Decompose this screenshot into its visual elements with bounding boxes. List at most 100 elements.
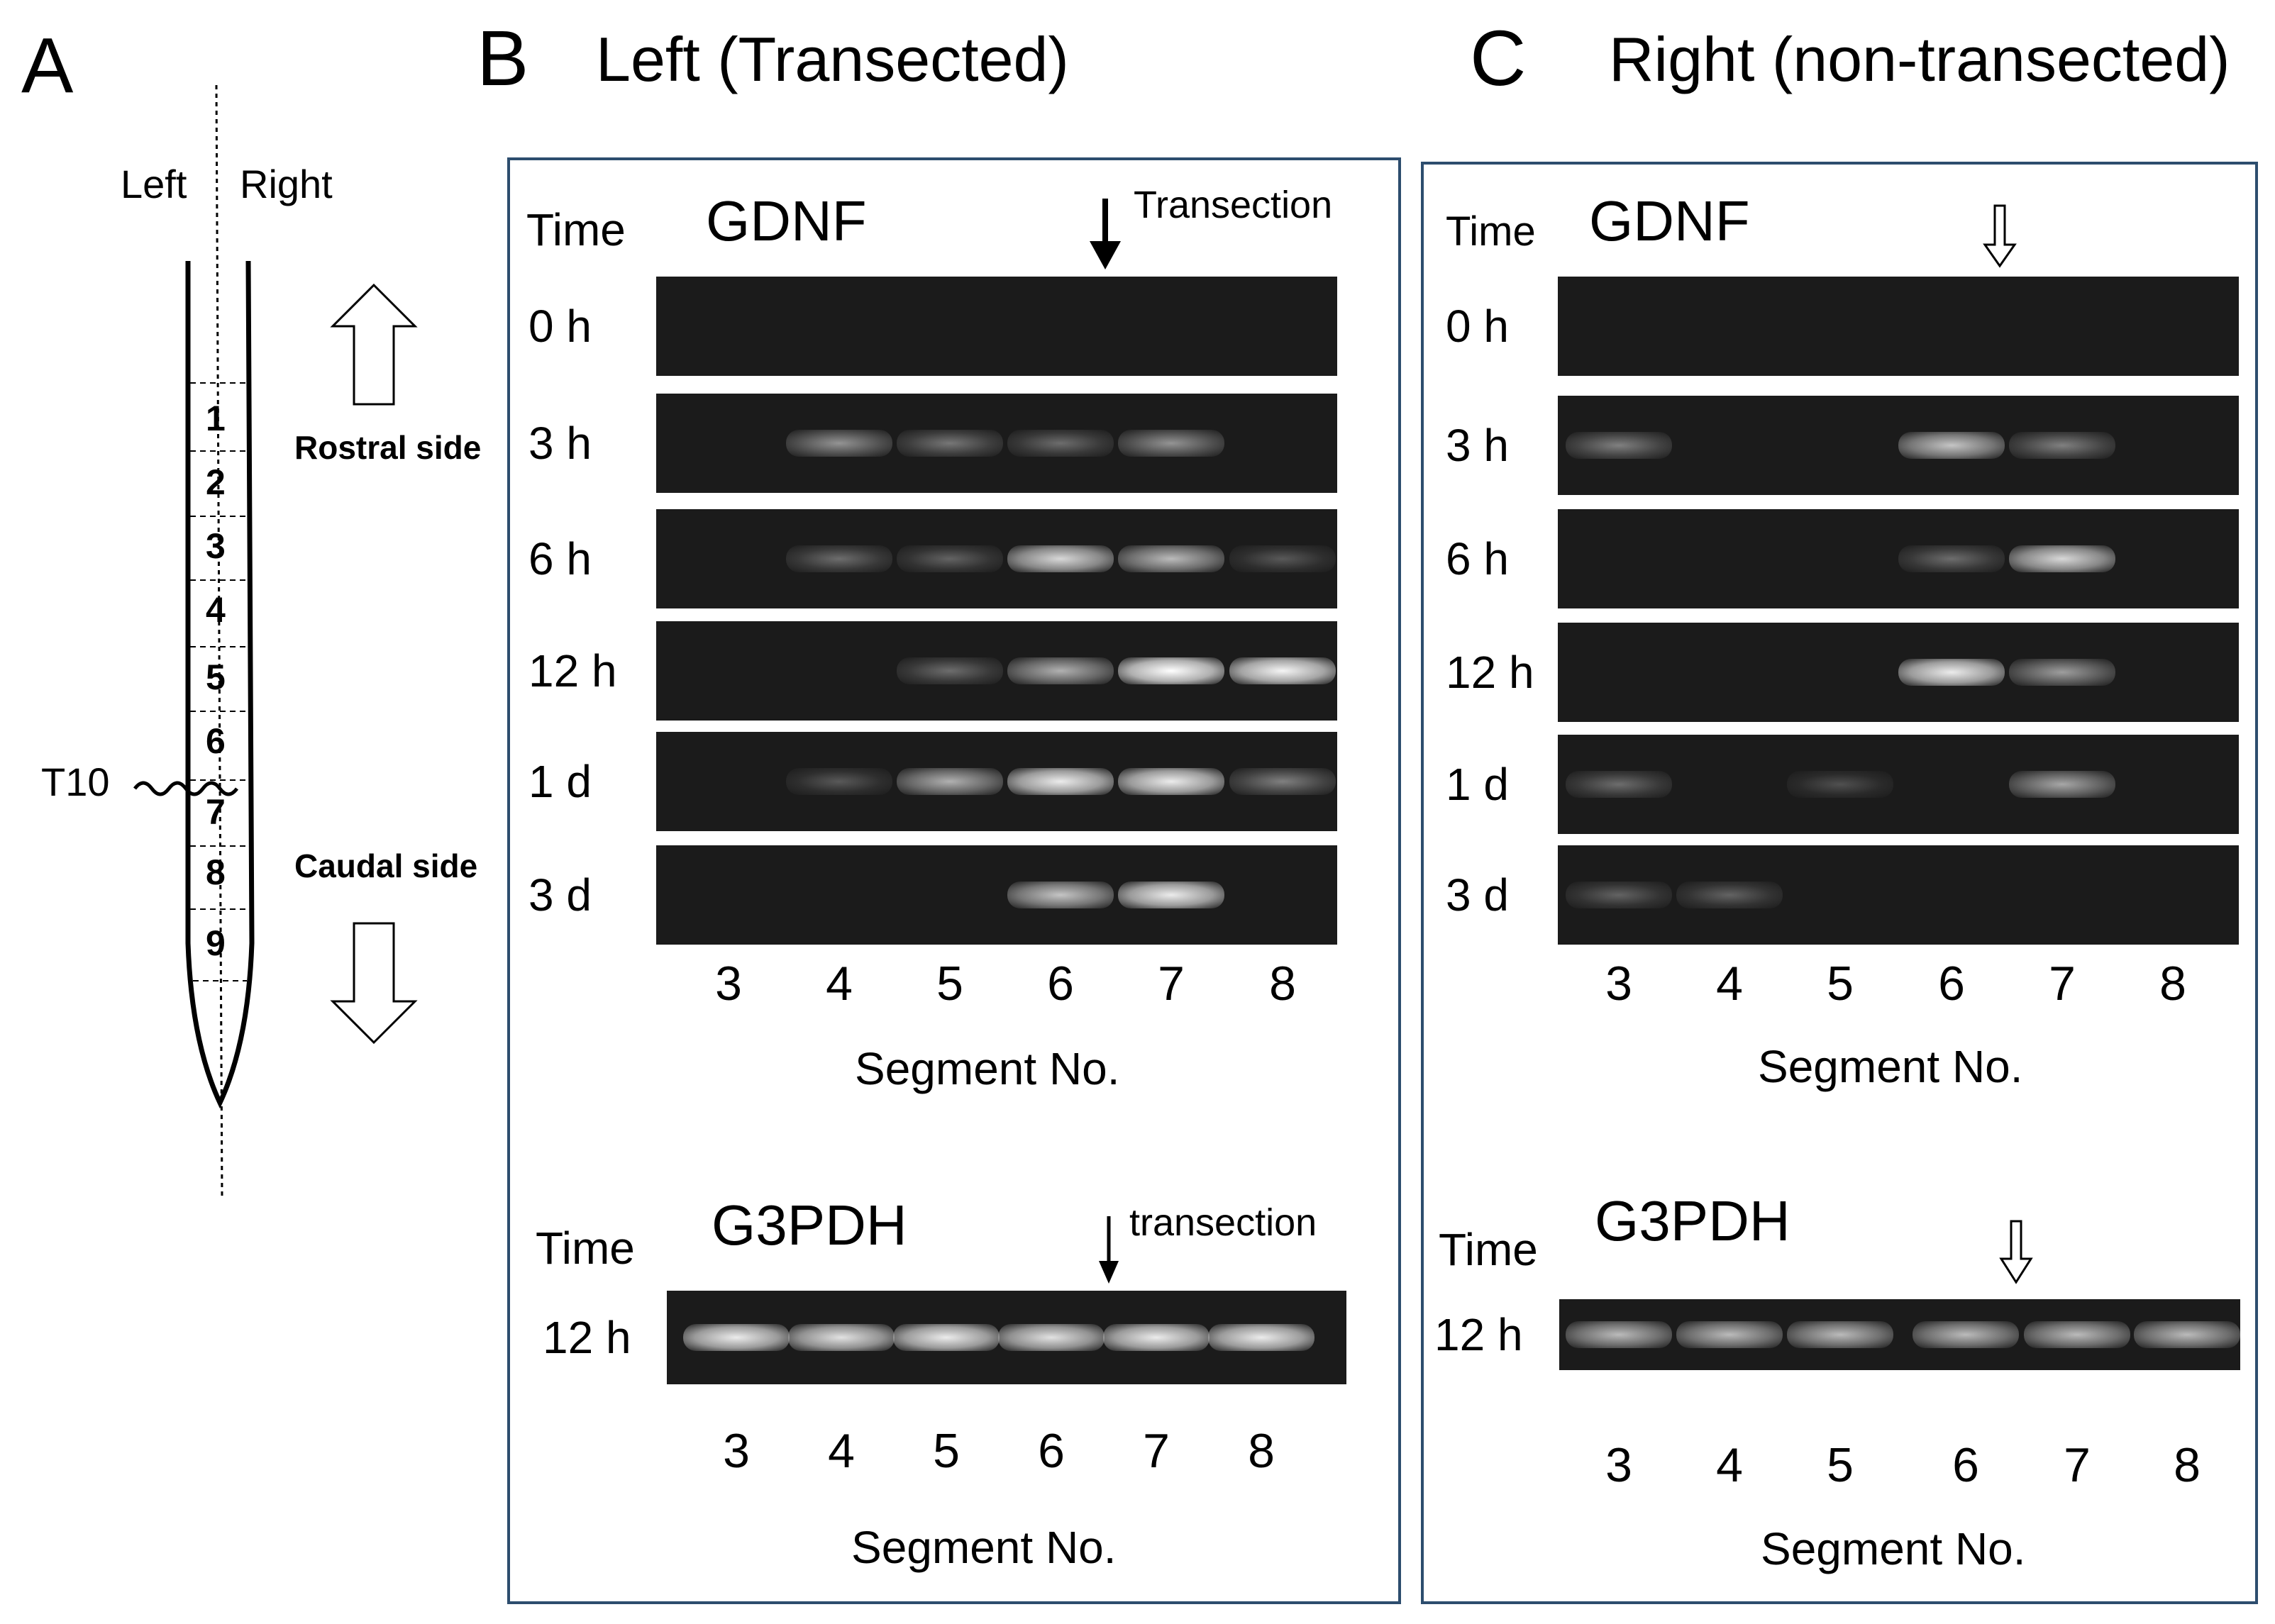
panel-b-gdnf-band-5-3 — [1007, 881, 1114, 908]
panel-b-gdnf-gel-row-3 — [656, 621, 1337, 721]
panel-b-gdnf-xlabel: Segment No. — [855, 1043, 1120, 1094]
segment-4: 4 — [206, 590, 226, 630]
panel-b-gdnf-time-4: 1 d — [528, 756, 592, 807]
panel-b-g3pdh-lane-label-3: 3 — [723, 1424, 750, 1478]
panel-c-gdnf-band-4-0 — [1566, 771, 1672, 798]
panel-c-gdnf-time-5: 3 d — [1446, 869, 1509, 921]
panel-c-gdnf-lane-label-8: 8 — [2159, 957, 2186, 1011]
panel-b-g3pdh-lane-label-4: 4 — [828, 1424, 855, 1478]
panel-b-gdnf-lane-label-7: 7 — [1158, 957, 1185, 1011]
panel-b-gdnf-band-3-5 — [1229, 657, 1336, 684]
panel-b-g3pdh-time-header: Time — [536, 1223, 635, 1274]
panel-c-gdnf-time-header: Time — [1446, 208, 1536, 255]
panel-b-g3pdh-gel-row-0 — [667, 1291, 1346, 1384]
panel-b-gdnf-band-1-4 — [1118, 430, 1224, 457]
panel-b-gdnf-gel-row-2 — [656, 509, 1337, 608]
panel-c-gdnf-band-3-3 — [1898, 659, 2005, 686]
panel-c-letter: C — [1470, 15, 1527, 102]
panel-c-gdnf-time-3: 12 h — [1446, 647, 1534, 698]
panel-b-gdnf-band-3-3 — [1007, 657, 1114, 684]
panel-c-g3pdh-lane-label-8: 8 — [2174, 1438, 2201, 1492]
panel-b-g3pdh-xlabel: Segment No. — [851, 1522, 1117, 1573]
panel-c-gdnf-lane-label-7: 7 — [2049, 957, 2076, 1011]
panel-b-gdnf-band-1-2 — [897, 430, 1003, 457]
rostral-side-label: Rostral side — [294, 429, 482, 466]
panel-c-gdnf-band-2-4 — [2009, 545, 2115, 572]
panel-b-g3pdh-band-0-2 — [893, 1324, 1000, 1351]
panel-b-gdnf-band-4-2 — [897, 768, 1003, 795]
segment-3: 3 — [206, 526, 226, 566]
panel-c-g3pdh-time-header: Time — [1439, 1224, 1538, 1275]
panel-b-transection-label: Transection — [1134, 184, 1333, 226]
caudal-side-label: Caudal side — [294, 847, 478, 884]
panel-b-gdnf-time-0: 0 h — [528, 301, 592, 352]
panel-c-gdnf-lane-label-4: 4 — [1716, 957, 1743, 1011]
panel-b-g3pdh-lane-label-5: 5 — [933, 1424, 960, 1478]
panel-b-gdnf-band-4-5 — [1229, 768, 1336, 795]
panel-c-title: Right (non-transected) — [1609, 24, 2230, 94]
panel-b-gdnf-band-2-3 — [1007, 545, 1114, 572]
panel-b-g3pdh-band-0-4 — [1103, 1324, 1210, 1351]
panel-b-gdnf-band-3-4 — [1118, 657, 1224, 684]
panel-c-gdnf-band-1-3 — [1898, 432, 2005, 459]
panel-b-gdnf-band-4-4 — [1118, 768, 1224, 795]
panel-c-gdnf-gene-label: GDNF — [1589, 189, 1750, 252]
panel-b-gdnf-time-header: Time — [526, 204, 626, 255]
panel-c-gdnf-lane-label-6: 6 — [1938, 957, 1965, 1011]
panel-b-gdnf-band-2-1 — [786, 545, 892, 572]
panel-b-gdnf-gel-row-1 — [656, 394, 1337, 493]
panel-b-g3pdh-lane-label-7: 7 — [1143, 1424, 1170, 1478]
segment-2: 2 — [206, 462, 226, 502]
panel-b-gdnf-time-1: 3 h — [528, 418, 592, 469]
panel-c-g3pdh-band-0-4 — [2024, 1321, 2130, 1348]
panel-c-gdnf-gel-row-5 — [1558, 845, 2239, 945]
panel-b-gdnf-band-4-3 — [1007, 768, 1114, 795]
panel-b-gdnf-time-3: 12 h — [528, 645, 617, 696]
panel-b-gdnf-time-5: 3 d — [528, 869, 592, 921]
panel-b-gdnf-band-2-4 — [1118, 545, 1224, 572]
panel-c-gdnf-band-5-0 — [1566, 881, 1672, 908]
segment-6: 6 — [206, 721, 226, 761]
panel-b-gdnf-band-1-1 — [786, 430, 892, 457]
panel-c-frame — [1421, 162, 2258, 1604]
panel-c-g3pdh-band-0-2 — [1787, 1321, 1893, 1348]
panel-b-gdnf-band-4-1 — [786, 768, 892, 795]
panel-c-g3pdh-lane-label-3: 3 — [1605, 1438, 1632, 1492]
panel-c-g3pdh-gel-row-0 — [1559, 1299, 2240, 1370]
panel-c-g3pdh-lane-label-5: 5 — [1827, 1438, 1854, 1492]
panel-b-g3pdh-band-0-5 — [1208, 1324, 1314, 1351]
panel-c-gdnf-xlabel: Segment No. — [1758, 1041, 2023, 1092]
panel-c-g3pdh-band-0-3 — [1913, 1321, 2019, 1348]
panel-c-gdnf-band-4-2 — [1787, 771, 1893, 798]
panel-c-gdnf-band-1-4 — [2009, 432, 2115, 459]
panel-b-g3pdh-lane-label-6: 6 — [1038, 1424, 1065, 1478]
panel-c-gdnf-gel-row-0 — [1558, 277, 2239, 376]
panel-b-gdnf-lane-label-3: 3 — [715, 957, 742, 1011]
panel-b-gdnf-time-2: 6 h — [528, 533, 592, 584]
transection-wave — [133, 781, 238, 796]
panel-c-gdnf-gel-row-3 — [1558, 623, 2239, 722]
panel-c-gdnf-time-4: 1 d — [1446, 759, 1509, 810]
right-side-label: Right — [240, 162, 333, 206]
panel-b-gdnf-band-2-2 — [897, 545, 1003, 572]
panel-b-g3pdh-lane-label-8: 8 — [1248, 1424, 1275, 1478]
panel-b-gdnf-gel-row-5 — [656, 845, 1337, 945]
panel-b-letter: B — [477, 15, 529, 102]
rostral-arrow-icon — [330, 283, 418, 406]
panel-c-gdnf-time-1: 3 h — [1446, 420, 1509, 471]
panel-b-gdnf-band-3-2 — [897, 657, 1003, 684]
panel-b-title: Left (Transected) — [596, 24, 1069, 94]
panel-b-gdnf-lane-label-4: 4 — [826, 957, 853, 1011]
panel-b-gdnf-lane-label-6: 6 — [1047, 957, 1074, 1011]
panel-b-gdnf-gel-row-4 — [656, 732, 1337, 831]
panel-b-g3pdh-gene-label: G3PDH — [712, 1194, 907, 1257]
panel-b-gdnf-band-2-5 — [1229, 545, 1336, 572]
panel-b-frame — [507, 157, 1401, 1604]
panel-c-gdnf-band-4-4 — [2009, 771, 2115, 798]
segment-7: 7 — [206, 792, 226, 832]
spinal-cord-diagram — [133, 84, 418, 1199]
panel-b-gdnf-lane-label-5: 5 — [936, 957, 963, 1011]
panel-b-g3pdh-band-0-1 — [788, 1324, 895, 1351]
segment-1: 1 — [206, 399, 226, 438]
panel-c-g3pdh-lane-label-7: 7 — [2064, 1438, 2091, 1492]
